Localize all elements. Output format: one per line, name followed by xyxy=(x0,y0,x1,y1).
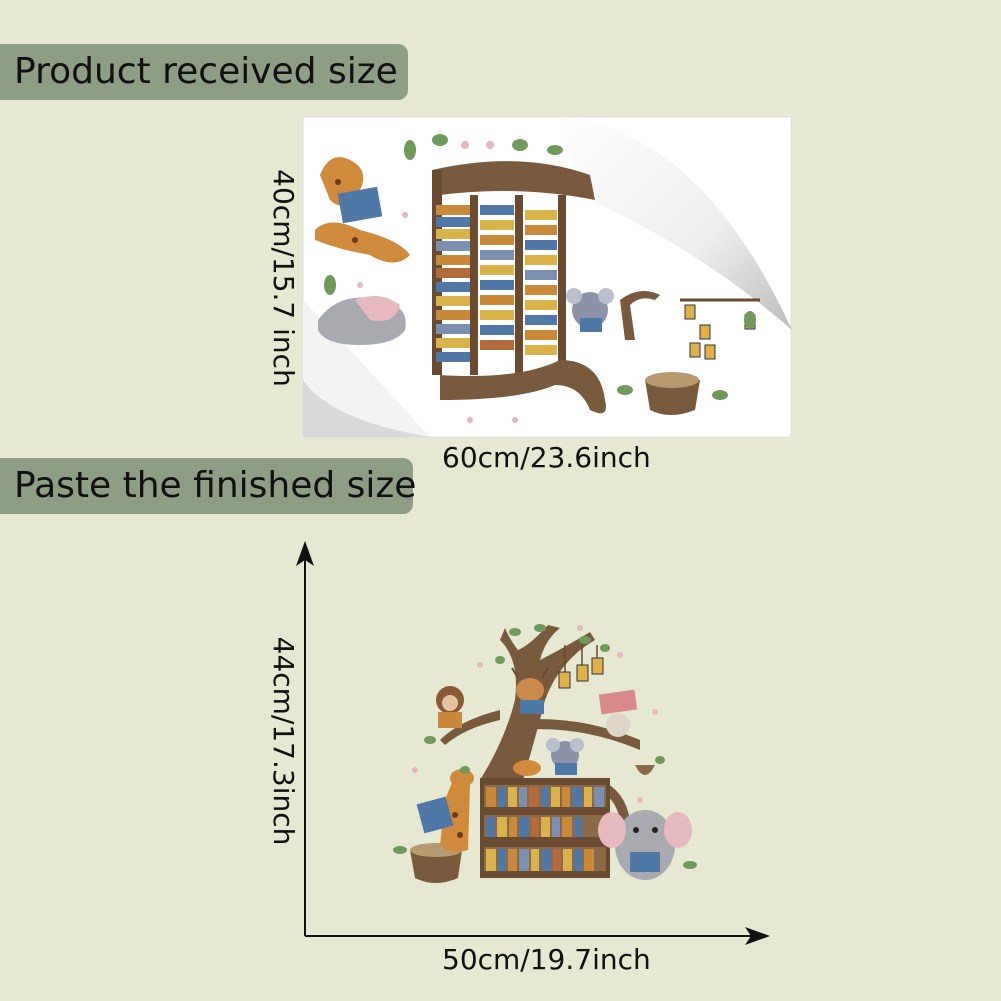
bookshelf-sticker xyxy=(432,161,606,414)
elephant-icon xyxy=(318,296,406,345)
finished-wall-sticker xyxy=(393,624,697,883)
paste-finished-size-label: Paste the finished size xyxy=(0,458,416,514)
monkey-icon xyxy=(436,686,464,728)
leaf-icons xyxy=(324,134,756,400)
butterfly-icons xyxy=(412,625,658,803)
koala-icon xyxy=(566,288,614,332)
branch-icon xyxy=(620,291,660,340)
butterfly-icons xyxy=(357,141,518,423)
bookshelf xyxy=(480,778,610,878)
giraffe-icon xyxy=(315,157,410,263)
finished-height-label: 44cm/17.3inch xyxy=(267,636,300,846)
deer-icon xyxy=(511,667,549,714)
leaf-icons xyxy=(393,624,697,869)
tree-stump-icon xyxy=(645,372,700,415)
koala-icon xyxy=(546,738,584,775)
lantern-icons xyxy=(558,645,604,689)
received-width-label: 60cm/23.6inch xyxy=(442,441,651,474)
received-height-label: 40cm/15.7 inch xyxy=(267,169,300,387)
fox-icon xyxy=(513,760,541,776)
peel-corner-top xyxy=(560,117,792,330)
book-spines xyxy=(436,205,557,362)
leopard-icon xyxy=(598,689,638,737)
sticker-sheet xyxy=(302,116,792,438)
dimension-arrows xyxy=(296,541,770,945)
finished-width-label: 50cm/19.7inch xyxy=(442,943,651,976)
elephant-icon xyxy=(598,810,692,880)
product-received-size-label: Product received size xyxy=(0,44,408,100)
hanging-basket-icon xyxy=(635,765,655,775)
giraffe-icon xyxy=(416,769,474,852)
